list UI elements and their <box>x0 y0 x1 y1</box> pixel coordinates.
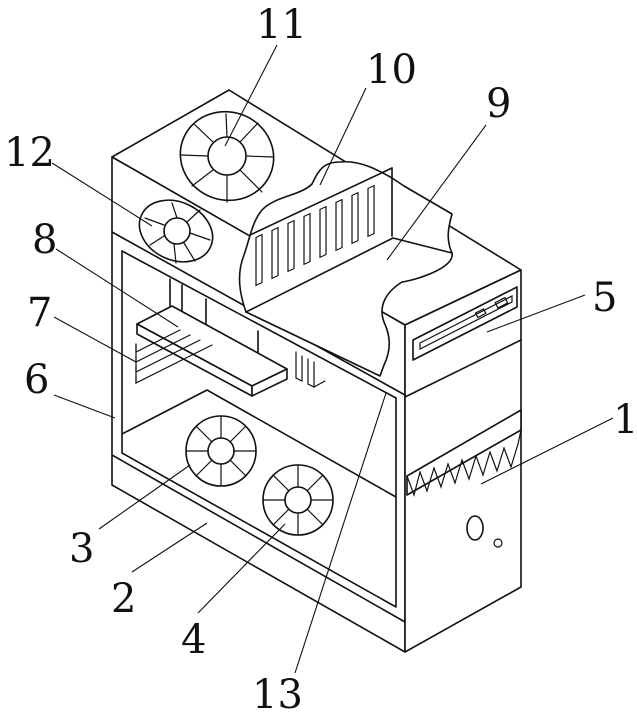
front-vent-zigzag <box>406 429 522 498</box>
label-4: 4 <box>181 617 206 663</box>
label-5: 5 <box>592 275 617 321</box>
bottom-fan-left <box>185 415 257 487</box>
divider-fins <box>295 351 326 388</box>
cutaway-floor <box>245 237 453 313</box>
leader-9 <box>386 124 487 261</box>
optical-drive-tray-slot <box>419 295 513 350</box>
bottom-fan-right-blades <box>262 464 334 536</box>
front-panel-divider <box>404 339 522 398</box>
lower-compartment-floor <box>121 389 397 498</box>
optical-drive-indicator <box>494 296 509 309</box>
power-button[interactable] <box>466 515 484 541</box>
top-fan-small-outer <box>138 199 214 263</box>
leader-4 <box>197 523 286 614</box>
label-8: 8 <box>32 217 57 263</box>
leader-5 <box>486 294 586 333</box>
mounting-shelf <box>136 278 288 397</box>
lower-compartment <box>121 389 397 498</box>
heatsink-top-edge <box>249 167 393 236</box>
divider-fin-1 <box>295 351 303 382</box>
leader-13 <box>294 392 387 674</box>
leader-3 <box>98 464 191 530</box>
side-window-top-edge <box>121 250 397 399</box>
leader-1 <box>480 417 614 485</box>
label-12: 12 <box>4 130 55 176</box>
optical-drive <box>412 286 518 361</box>
power-led <box>493 538 503 548</box>
label-2: 2 <box>111 576 136 622</box>
leader-6 <box>53 394 116 419</box>
bottom-fan-right <box>262 464 334 536</box>
optical-drive-eject-button <box>474 308 487 319</box>
divider-fin-base <box>313 380 326 388</box>
leader-10 <box>319 87 367 186</box>
top-fan-large-blades <box>180 113 274 203</box>
top-fan-small <box>138 199 214 264</box>
bottom-fan-left-blades <box>185 415 257 487</box>
label-13: 13 <box>252 672 303 715</box>
label-3: 3 <box>69 526 94 572</box>
label-7: 7 <box>27 290 52 336</box>
label-10: 10 <box>366 47 417 93</box>
side-window <box>111 250 406 623</box>
leader-lines <box>51 44 614 674</box>
leader-2 <box>131 522 208 573</box>
label-9: 9 <box>486 81 511 127</box>
heatsink-fins <box>255 184 375 287</box>
front-panel <box>404 339 522 548</box>
top-fan-large <box>179 110 275 203</box>
callout-labels: 1 2 3 4 5 6 7 8 9 10 11 12 13 <box>4 2 637 715</box>
top-fan-small-blades <box>144 202 211 264</box>
side-window-frame <box>121 250 397 608</box>
shelf-slab-side <box>251 368 288 397</box>
label-11: 11 <box>256 2 307 48</box>
divider-fin-2 <box>307 358 315 388</box>
leader-8 <box>55 248 179 328</box>
top-fan-large-outer <box>179 110 275 202</box>
heatsink <box>249 167 393 287</box>
label-1: 1 <box>613 397 637 443</box>
label-6: 6 <box>24 357 49 403</box>
leader-12 <box>51 162 153 227</box>
base-rail-upper <box>111 454 406 623</box>
leader-11 <box>224 44 278 147</box>
optical-drive-bezel <box>412 286 518 361</box>
leader-7 <box>53 316 137 363</box>
